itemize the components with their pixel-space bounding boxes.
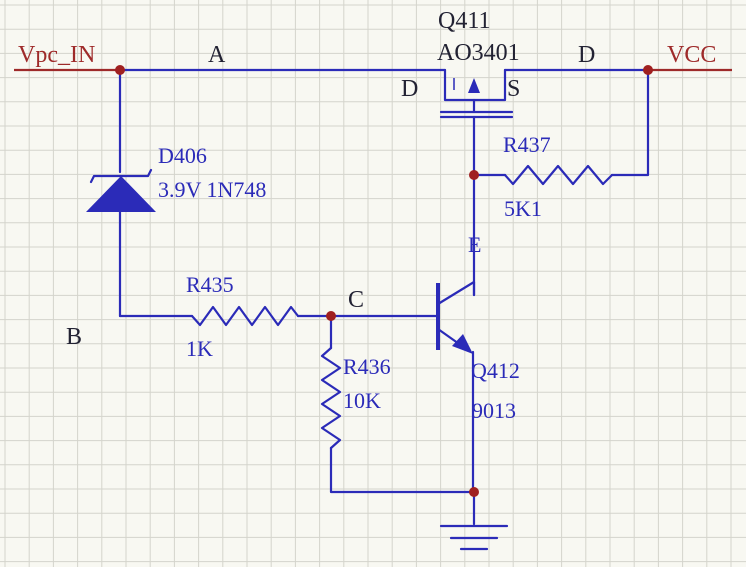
q411-drain-label: D bbox=[401, 76, 418, 102]
output-net-label: VCC bbox=[667, 42, 716, 68]
ground-icon bbox=[439, 490, 509, 551]
d406-zener-symbol bbox=[86, 68, 156, 318]
q411-mosfet-symbol bbox=[439, 68, 514, 177]
wire-r436-to-ground bbox=[329, 446, 476, 494]
junction-dot bbox=[469, 170, 479, 180]
input-net-label: Vpc_IN bbox=[18, 42, 95, 68]
r437-resistor-symbol bbox=[503, 164, 614, 186]
d406-ref: D406 bbox=[158, 143, 207, 168]
q412-value: 9013 bbox=[472, 398, 516, 423]
r437-ref: R437 bbox=[503, 132, 551, 157]
node-b-label: B bbox=[66, 324, 82, 350]
q411-source-label: S bbox=[507, 76, 520, 102]
q411-ref: Q411 bbox=[438, 8, 490, 34]
junction-dot bbox=[643, 65, 653, 75]
r435-ref: R435 bbox=[186, 272, 234, 297]
r435-value: 1K bbox=[186, 336, 213, 361]
junction-dot bbox=[469, 487, 479, 497]
r437-value: 5K1 bbox=[504, 196, 542, 221]
q412-transistor-symbol bbox=[436, 280, 476, 494]
r436-value: 10K bbox=[343, 388, 381, 413]
junction-dot bbox=[115, 65, 125, 75]
wire-r437-to-vcc bbox=[610, 68, 650, 177]
node-d-label: D bbox=[578, 42, 595, 68]
junction-dot bbox=[326, 311, 336, 321]
q411-value: AO3401 bbox=[437, 40, 520, 66]
r435-resistor-symbol bbox=[190, 305, 300, 327]
q412-ref: Q412 bbox=[471, 358, 520, 383]
r436-resistor-symbol bbox=[320, 346, 342, 450]
node-c-label: C bbox=[348, 287, 364, 313]
node-e-label: E bbox=[468, 232, 481, 257]
node-a-label: A bbox=[208, 42, 226, 68]
d406-value: 3.9V 1N748 bbox=[158, 177, 266, 202]
r436-ref: R436 bbox=[343, 354, 391, 379]
